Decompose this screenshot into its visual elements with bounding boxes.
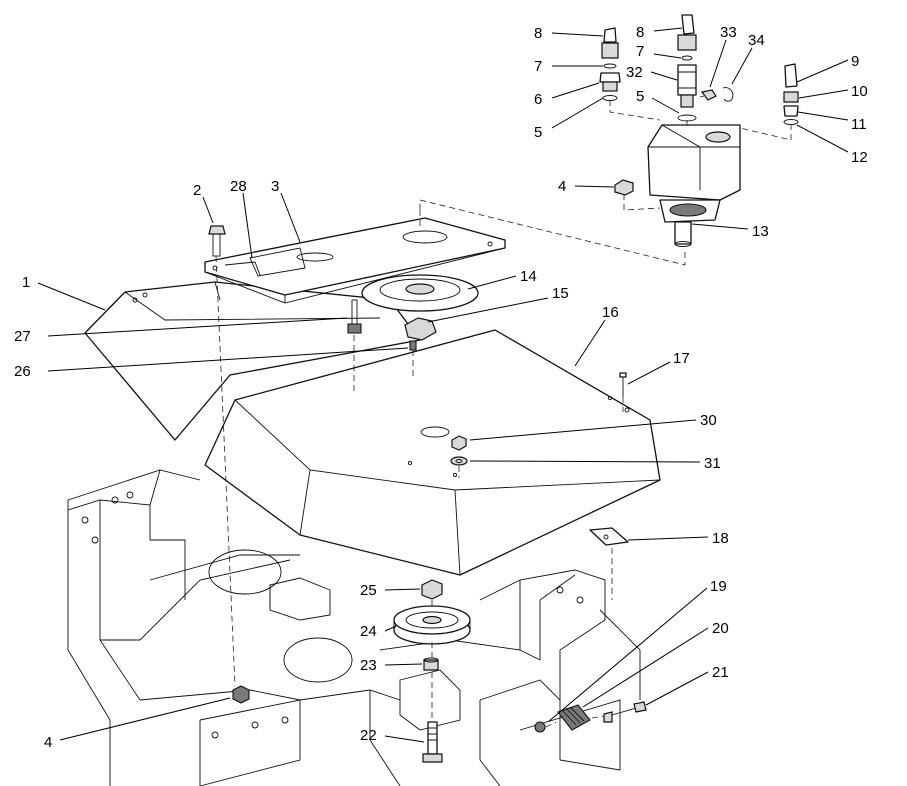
fittings-33-34 <box>699 87 734 102</box>
callout-10: 10 <box>851 83 868 100</box>
callout-31: 31 <box>704 455 721 472</box>
fitting-stack-middle <box>677 14 697 122</box>
callout-18: 18 <box>712 530 729 547</box>
part-13-hydraulic-pump <box>647 124 741 247</box>
callout-26: 26 <box>14 363 31 380</box>
part-3-mounting-plate <box>204 217 506 304</box>
part-30-nut <box>451 435 467 451</box>
part-27-bolt <box>347 299 362 334</box>
callout-5-middle: 5 <box>636 88 644 105</box>
part-31-washer <box>450 456 468 466</box>
part-22-bolt <box>422 721 443 763</box>
part-23-spacer <box>423 657 439 671</box>
callout-4-lower: 4 <box>44 734 52 751</box>
part-24-lower-pulley <box>393 605 471 645</box>
part-15-pulley-hub <box>404 317 437 341</box>
leader-lines <box>37 27 849 743</box>
part-25-nut <box>421 579 443 600</box>
callout-17: 17 <box>673 350 690 367</box>
callout-14: 14 <box>520 268 537 285</box>
callout-5-left: 5 <box>534 124 542 141</box>
callout-30: 30 <box>700 412 717 429</box>
callout-22: 22 <box>360 727 377 744</box>
part-20-regulator <box>557 704 591 731</box>
callout-16: 16 <box>602 304 619 321</box>
tractor-frame <box>67 469 641 786</box>
assembly-center-lines <box>215 100 792 728</box>
part-2-bolt <box>208 225 226 257</box>
callout-8-middle: 8 <box>636 24 644 41</box>
part-28-label-plate <box>249 247 306 277</box>
callout-6: 6 <box>534 91 542 108</box>
callout-15: 15 <box>552 285 569 302</box>
fitting-stack-right <box>783 63 799 125</box>
part-19-nut <box>534 721 546 733</box>
callout-27: 27 <box>14 328 31 345</box>
part-21-bolt <box>603 701 647 723</box>
callout-1: 1 <box>22 274 30 291</box>
part-16-hood-cover <box>204 329 661 576</box>
callout-8-left: 8 <box>534 25 542 42</box>
fitting-stack-left <box>599 27 621 101</box>
callout-34: 34 <box>748 32 765 49</box>
part-26-set-screw <box>409 340 417 351</box>
callout-24: 24 <box>360 623 377 640</box>
callout-4-upper: 4 <box>558 178 566 195</box>
callout-21: 21 <box>712 664 729 681</box>
callout-7-middle: 7 <box>636 43 644 60</box>
part-4-upper-nut <box>614 179 634 196</box>
callout-2: 2 <box>193 182 201 199</box>
callout-11: 11 <box>851 116 867 133</box>
callout-25: 25 <box>360 582 377 599</box>
callout-7-left: 7 <box>534 58 542 75</box>
callout-23: 23 <box>360 657 377 674</box>
callout-28: 28 <box>230 178 247 195</box>
callout-19: 19 <box>710 578 727 595</box>
callout-13: 13 <box>752 223 769 240</box>
part-14-upper-pulley <box>361 274 479 312</box>
callout-20: 20 <box>712 620 729 637</box>
callout-32: 32 <box>626 64 643 81</box>
callout-3: 3 <box>271 178 279 195</box>
callout-labels: 1 2 3 4 4 5 5 6 7 7 8 8 9 10 11 12 13 14… <box>14 24 868 751</box>
part-4-lower-nut <box>232 685 250 704</box>
callout-33: 33 <box>720 24 737 41</box>
part-17-screw <box>619 372 627 397</box>
part-1-deflector-shield <box>84 281 421 441</box>
callout-9: 9 <box>851 53 859 70</box>
part-18-bracket <box>589 527 629 546</box>
callout-12: 12 <box>851 149 868 166</box>
